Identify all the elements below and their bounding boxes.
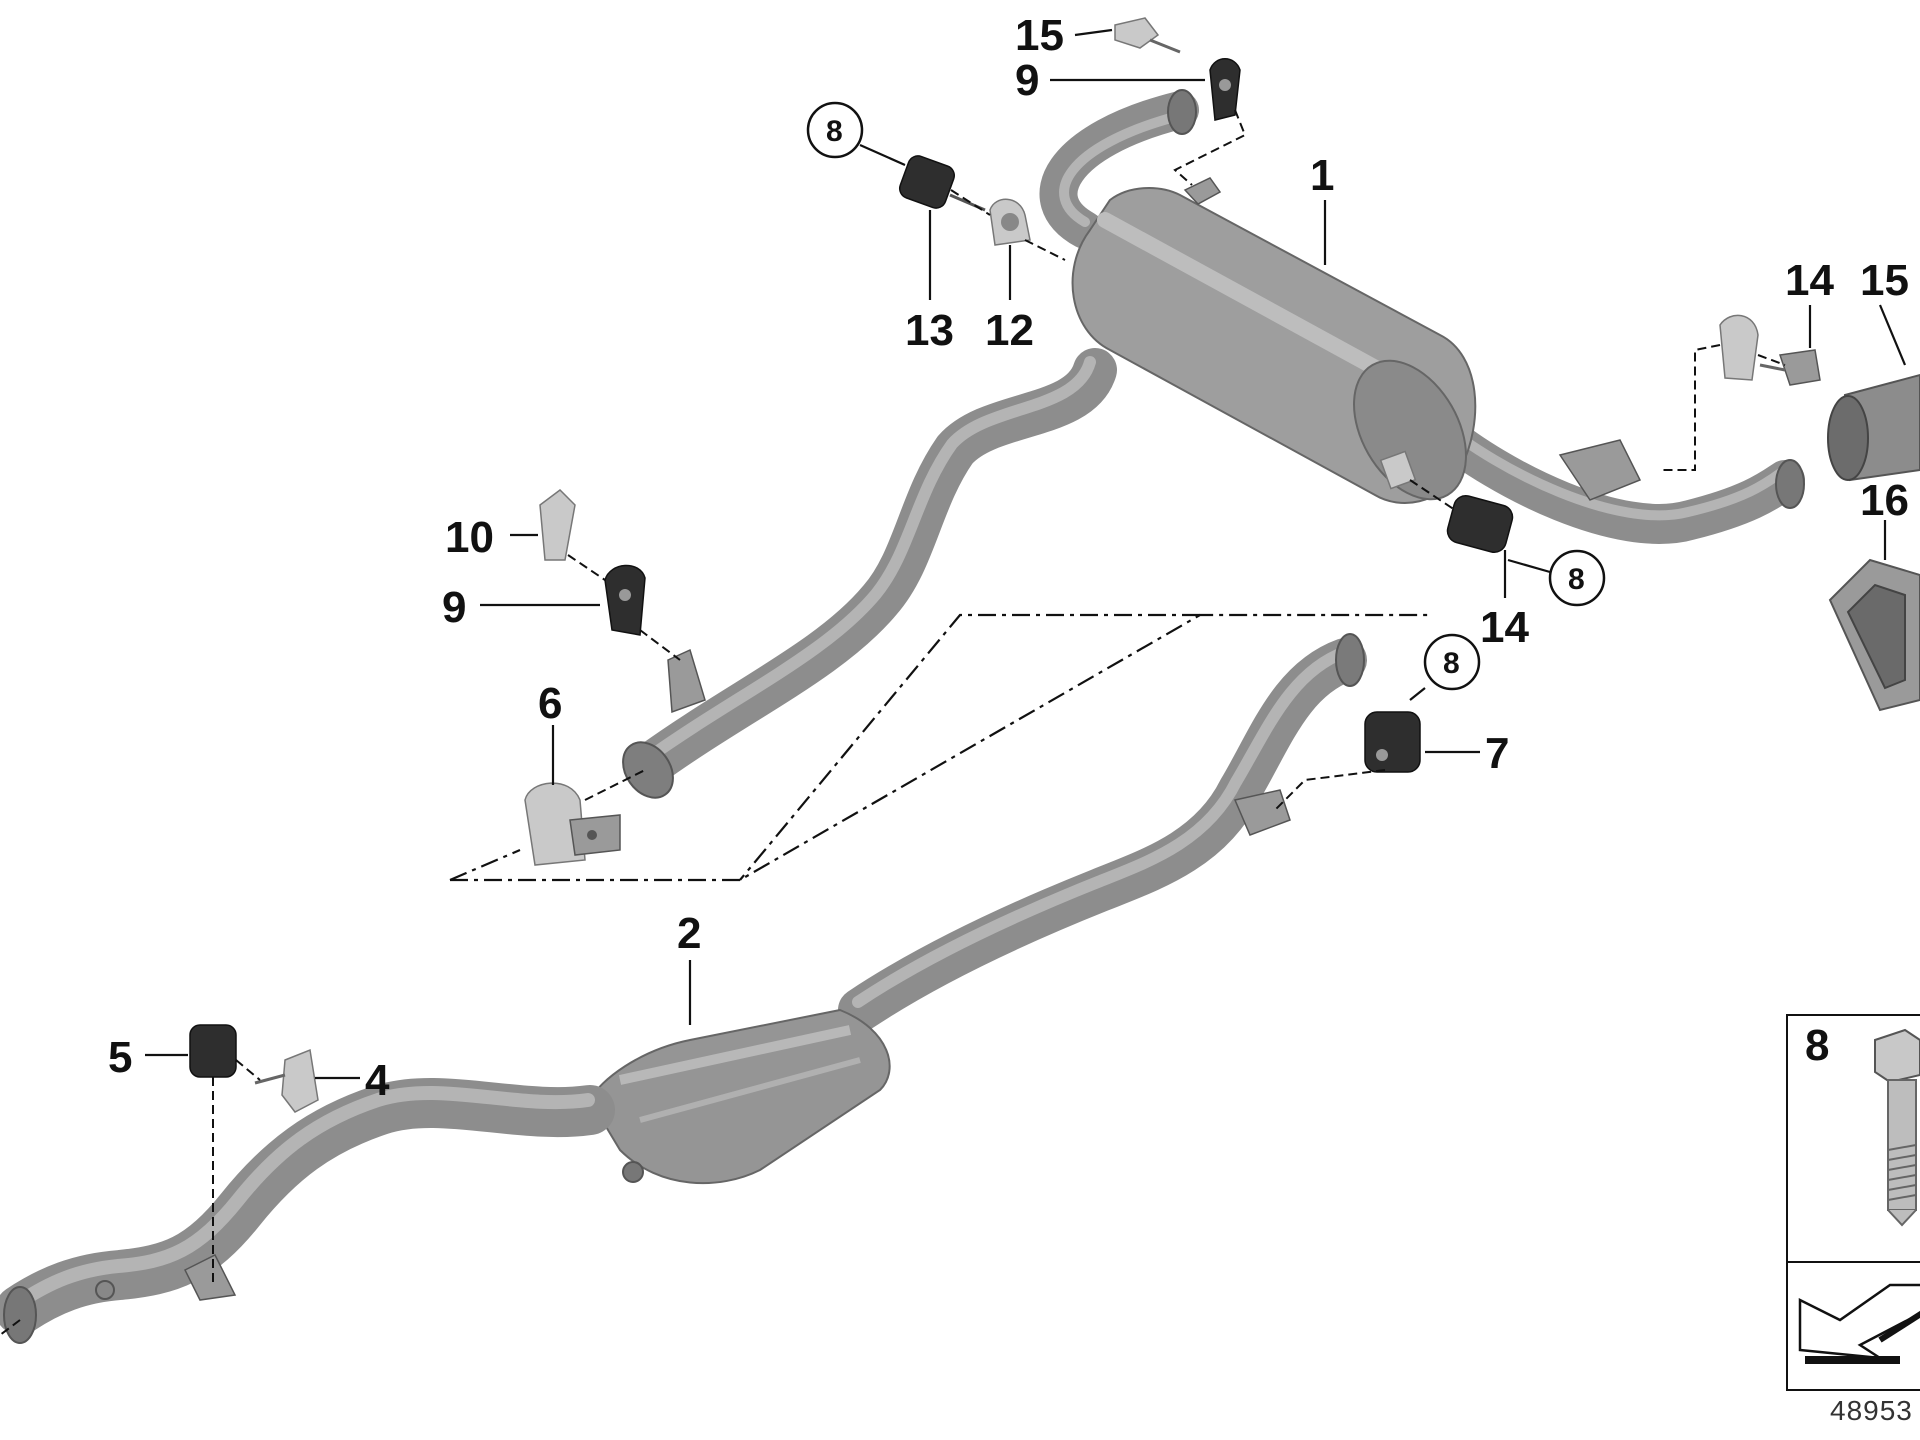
rear-silencer-assembly xyxy=(622,89,1805,799)
part-7-rubber-mount xyxy=(1364,711,1421,773)
part-9-left-hanger xyxy=(604,564,646,636)
part-13-rubber-mount xyxy=(1446,495,1514,553)
callout-14-right: 14 xyxy=(1785,256,1834,305)
callout-4: 4 xyxy=(365,1056,390,1105)
part-5-rubber-mount xyxy=(189,1024,237,1078)
inset-label: 8 xyxy=(1805,1021,1829,1070)
part-4-bracket xyxy=(254,1048,319,1113)
part-14-top-bracket xyxy=(1114,17,1181,54)
part-12-rubber-mount xyxy=(898,155,986,212)
callout-7: 7 xyxy=(1485,729,1509,778)
arrow-pictogram-icon xyxy=(1798,1283,1920,1364)
callout-14-top: 15 xyxy=(1015,11,1064,60)
callout-6: 6 xyxy=(538,679,562,728)
callout-2: 2 xyxy=(677,909,701,958)
part-11-clamp xyxy=(989,198,1031,246)
inset-part-8: 8 xyxy=(1786,1014,1920,1391)
callout-10: 10 xyxy=(445,513,494,562)
svg-text:8: 8 xyxy=(826,115,843,148)
part-16-trim-frame xyxy=(1828,558,1920,712)
callout-11: 12 xyxy=(985,306,1034,355)
circled-callout-8-right: 8 xyxy=(1548,549,1606,607)
pipe-bracket-left xyxy=(667,648,706,714)
callout-12: 13 xyxy=(905,306,954,355)
part-15-tailpipe-trim xyxy=(1827,373,1920,482)
part-9-top-hanger xyxy=(1209,58,1241,121)
callout-15: 15 xyxy=(1860,256,1909,305)
bolt-icon xyxy=(1874,1028,1920,1227)
callout-9-top: 9 xyxy=(1015,56,1039,105)
callout-13: 14 xyxy=(1480,603,1529,652)
svg-text:8: 8 xyxy=(1568,563,1585,596)
part-10-bracket xyxy=(539,489,576,561)
assembly-dashed-lines xyxy=(0,109,1786,1336)
front-pipe-assembly xyxy=(0,633,1367,1344)
part-14-right-bracket xyxy=(1719,314,1821,386)
part-6-clamp xyxy=(524,782,621,866)
diagram-reference-number: 48953 xyxy=(1830,1395,1913,1426)
callout-9-left: 9 xyxy=(442,583,466,632)
callout-5: 5 xyxy=(108,1033,132,1082)
leader-lines xyxy=(145,28,1907,1080)
callout-16: 16 xyxy=(1860,476,1909,525)
svg-text:8: 8 xyxy=(1443,647,1460,680)
circled-callouts: 8 8 8 xyxy=(806,101,1606,691)
circled-callout-8-mid: 8 xyxy=(1423,633,1481,691)
callout-labels: 15 9 1 13 12 14 15 16 10 9 14 6 7 2 5 4 xyxy=(108,11,1909,1105)
circled-callout-8-top: 8 xyxy=(806,101,864,159)
callout-1: 1 xyxy=(1310,151,1334,200)
